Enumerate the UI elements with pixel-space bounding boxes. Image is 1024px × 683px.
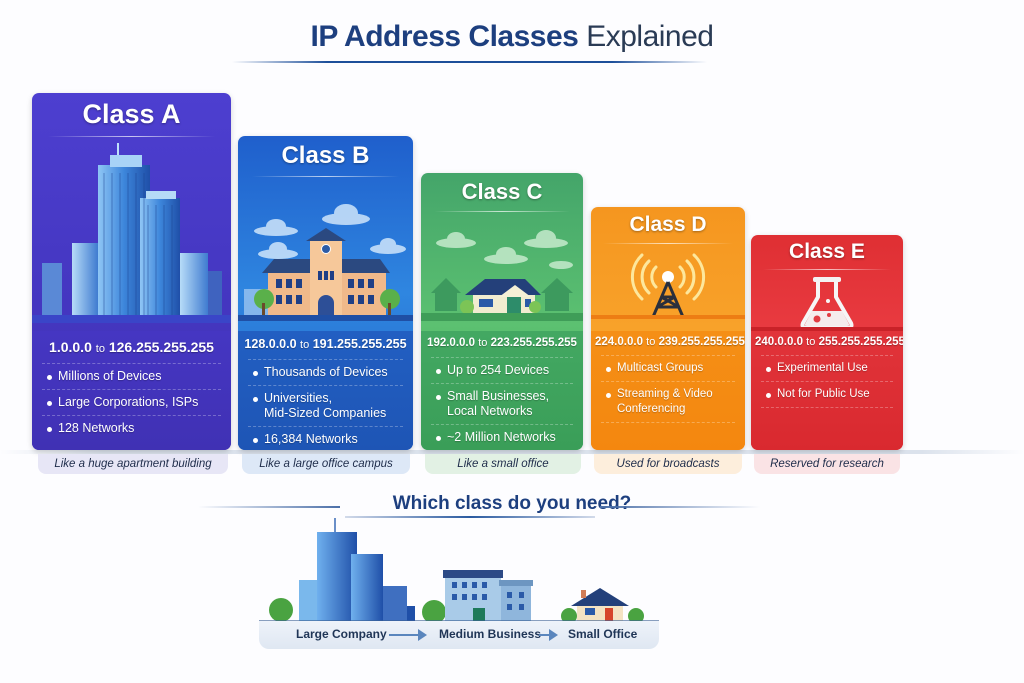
skyscraper-icon bbox=[32, 143, 231, 323]
feature-item: Millions of Devices bbox=[42, 363, 221, 389]
title-divider bbox=[433, 211, 571, 212]
feature-item: Not for Public Use bbox=[761, 381, 893, 408]
ip-range: 240.0.0.0 to 255.255.255.255 bbox=[755, 336, 903, 348]
class-c-card: Class C 192.0.0.0 to 223.255.255.255 bbox=[421, 173, 583, 450]
class-b-info: 128.0.0.0 to 191.255.255.255 Thousands o… bbox=[238, 331, 413, 450]
feature-item: Up to 254 Devices bbox=[431, 357, 573, 383]
floor-line bbox=[0, 450, 1024, 454]
feature-item: Experimental Use bbox=[761, 355, 893, 381]
card-title: Class B bbox=[281, 142, 370, 169]
class-d-caption: Used for broadcasts bbox=[594, 454, 742, 474]
ip-range: 128.0.0.0 to 191.255.255.255 bbox=[244, 337, 407, 351]
class-a-info: 1.0.0.0 to 126.255.255.255 Millions of D… bbox=[32, 331, 231, 450]
medium-business-icon bbox=[422, 570, 533, 624]
class-b-card: Class B bbox=[238, 136, 413, 450]
title-divider bbox=[603, 243, 733, 244]
title-bold: IP Address Classes bbox=[310, 20, 579, 53]
ip-range: 192.0.0.0 to 223.255.255.255 bbox=[427, 337, 577, 349]
class-c-info: 192.0.0.0 to 223.255.255.255 Up to 254 D… bbox=[421, 331, 583, 450]
feature-item: Multicast Groups bbox=[601, 355, 735, 381]
class-d-card: Class D 224.0.0.0 to 239.255.255.255 Mul… bbox=[591, 207, 745, 450]
arrow-right-icon bbox=[389, 629, 427, 641]
feature-item: ~2 Million Networks bbox=[431, 424, 573, 450]
divider-left bbox=[198, 506, 340, 508]
feature-list: Millions of Devices Large Corporations, … bbox=[32, 363, 231, 441]
class-a-caption: Like a huge apartment building bbox=[38, 454, 228, 474]
class-b-caption: Like a large office campus bbox=[242, 454, 410, 474]
title-light: Explained bbox=[586, 20, 714, 53]
arrow-right-icon bbox=[539, 629, 558, 641]
title-underline bbox=[232, 61, 707, 63]
campus-building-icon bbox=[238, 191, 413, 321]
card-title: Class C bbox=[461, 179, 543, 204]
large-company-icon bbox=[269, 518, 415, 622]
card-title: Class D bbox=[629, 213, 707, 236]
page-title: IP Address Classes Explained bbox=[0, 20, 1024, 54]
feature-item: 128 Networks bbox=[42, 415, 221, 441]
scale-label-medium: Medium Business bbox=[439, 627, 542, 641]
comparison-illustration bbox=[259, 518, 659, 624]
title-divider bbox=[252, 176, 399, 177]
feature-list: Thousands of Devices Universities, Mid-S… bbox=[238, 359, 413, 450]
class-e-caption: Reserved for research bbox=[754, 454, 900, 474]
class-a-card: Class A 1.0.0.0 to 126.255.255.255 bbox=[32, 93, 231, 450]
feature-list: Multicast Groups Streaming & Video Confe… bbox=[591, 355, 745, 423]
small-office-icon bbox=[561, 588, 644, 624]
ip-range: 1.0.0.0 to 126.255.255.255 bbox=[49, 339, 214, 355]
title-divider bbox=[47, 136, 216, 137]
flask-icon bbox=[751, 275, 903, 331]
scale-bar bbox=[259, 621, 659, 649]
feature-item: Small Businesses, Local Networks bbox=[431, 383, 573, 424]
scale-label-small: Small Office bbox=[568, 627, 638, 641]
feature-item: Streaming & Video Conferencing bbox=[601, 381, 735, 423]
broadcast-tower-icon bbox=[591, 249, 745, 319]
feature-item: Universities, Mid-Sized Companies bbox=[248, 385, 403, 426]
class-c-caption: Like a small office bbox=[425, 454, 581, 474]
feature-item: 16,384 Networks bbox=[248, 426, 403, 450]
comparison-underline bbox=[345, 516, 595, 518]
ip-range: 224.0.0.0 to 239.255.255.255 bbox=[595, 336, 745, 348]
card-title: Class A bbox=[82, 99, 181, 129]
feature-item: Thousands of Devices bbox=[248, 359, 403, 385]
feature-list: Up to 254 Devices Small Businesses, Loca… bbox=[421, 357, 583, 450]
title-divider bbox=[763, 269, 891, 270]
scale-label-large: Large Company bbox=[296, 627, 387, 641]
feature-item: Large Corporations, ISPs bbox=[42, 389, 221, 415]
class-e-info: 240.0.0.0 to 255.255.255.255 Experimenta… bbox=[751, 331, 903, 450]
feature-list: Experimental Use Not for Public Use bbox=[751, 355, 903, 408]
class-d-info: 224.0.0.0 to 239.255.255.255 Multicast G… bbox=[591, 331, 745, 450]
comparison-heading: Which class do you need? bbox=[392, 493, 632, 514]
card-title: Class E bbox=[789, 240, 865, 263]
house-icon bbox=[421, 221, 583, 321]
class-e-card: Class E 240.0.0.0 to 255.255.255.255 Exp… bbox=[751, 235, 903, 450]
divider-right bbox=[600, 506, 760, 508]
